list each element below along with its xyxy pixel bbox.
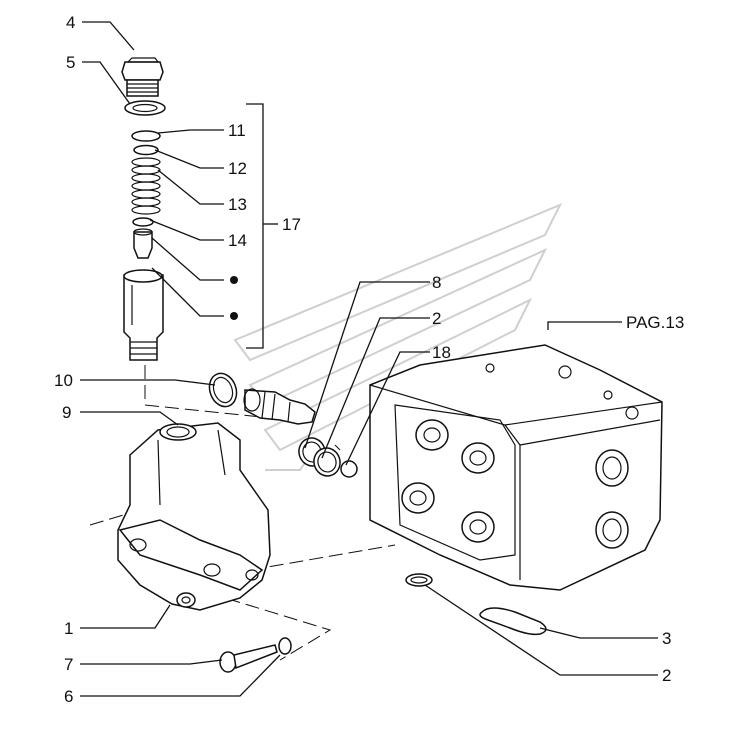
callout-14: 14 xyxy=(228,231,247,250)
callout-10: 10 xyxy=(54,371,73,390)
part-3-gasket xyxy=(479,607,547,636)
part-6-washer xyxy=(278,637,292,655)
leader-lines xyxy=(80,21,658,697)
part-1-housing xyxy=(117,422,271,611)
callout-6: 6 xyxy=(64,687,73,706)
callout-7: 7 xyxy=(64,655,73,674)
callout-13: 13 xyxy=(228,195,247,214)
main-valve-block xyxy=(369,344,663,591)
anti-cavitation-valve xyxy=(243,388,316,425)
callout-18: 18 xyxy=(432,343,451,362)
callout-2-upper: 2 xyxy=(432,309,441,328)
callout-17: 17 xyxy=(282,215,301,234)
callout-12: 12 xyxy=(228,159,247,178)
pilot-poppet xyxy=(133,228,153,259)
callout-8: 8 xyxy=(432,273,441,292)
callout-11: 11 xyxy=(228,121,246,140)
callout-9: 9 xyxy=(62,403,71,422)
part-12-disc xyxy=(133,144,159,156)
bullet-marker-upper xyxy=(230,276,238,284)
part-5-washer xyxy=(124,100,166,116)
part-4-plug xyxy=(121,57,164,97)
part-10-snap-ring xyxy=(208,372,238,408)
callout-2-lower: 2 xyxy=(662,666,671,685)
callout-1: 1 xyxy=(64,619,73,638)
part-11-snap-ring xyxy=(131,130,161,142)
o-rings-small xyxy=(298,437,358,478)
callout-pag-13: PAG.13 xyxy=(626,313,684,332)
callout-3: 3 xyxy=(662,629,671,648)
callout-5: 5 xyxy=(66,53,75,72)
bullet-marker-lower xyxy=(230,312,238,320)
part-7-screw xyxy=(219,644,278,673)
callout-4: 4 xyxy=(66,13,75,32)
part-13-spring xyxy=(131,157,161,215)
valve-cartridge xyxy=(123,269,164,361)
part-14-seat xyxy=(132,217,154,227)
bracket-17 xyxy=(246,103,278,349)
part-2-o-ring-lower xyxy=(405,573,433,587)
